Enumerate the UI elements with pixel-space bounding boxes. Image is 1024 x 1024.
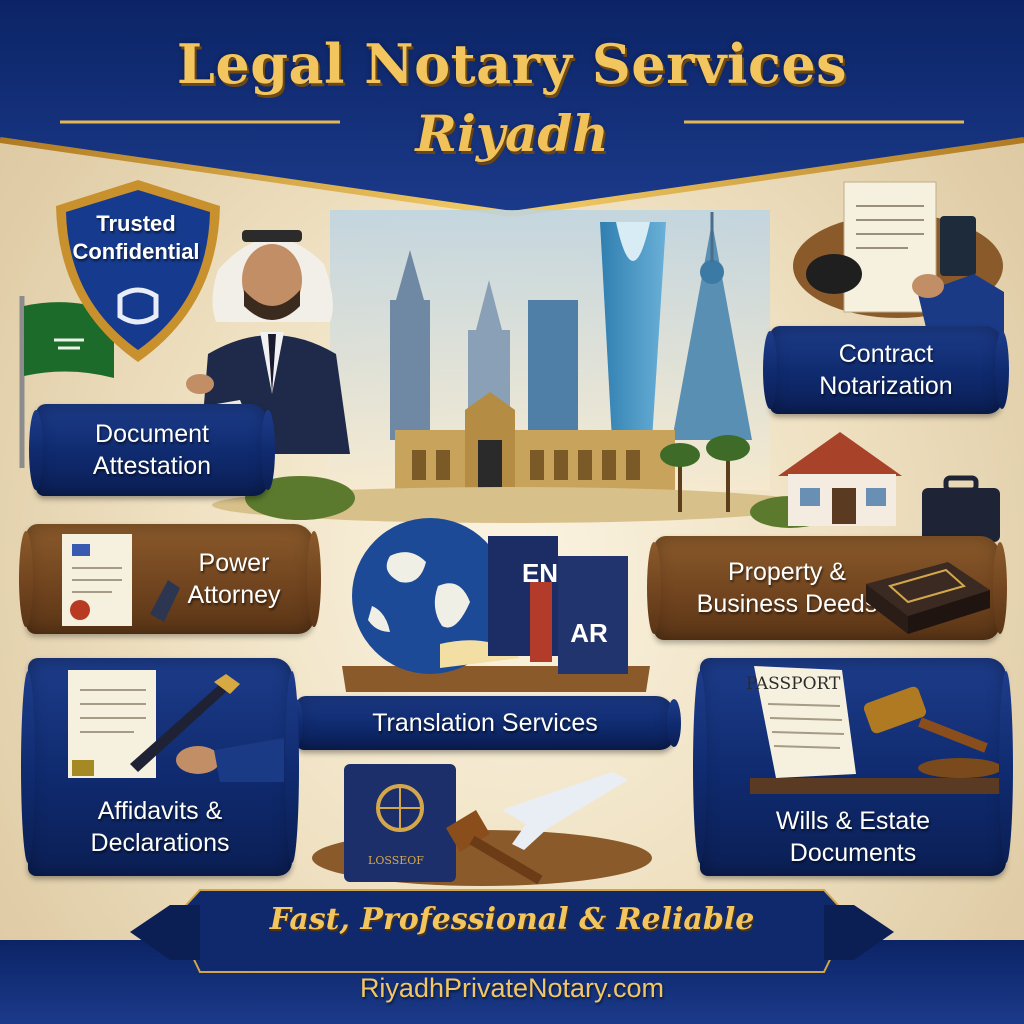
service-label-line: Notarization	[819, 372, 953, 400]
passport-gavel-plane-illustration	[312, 764, 652, 886]
service-contract-notarization: Contract Notarization	[763, 326, 1009, 414]
wills-gavel-scroll-icon	[750, 666, 1000, 794]
deed-box-icon	[866, 562, 990, 634]
passport-paper-label: PASSPORT	[746, 674, 841, 694]
contract-signing-illustration	[793, 181, 1004, 336]
service-label-line: Declarations	[90, 829, 230, 857]
trust-shield-badge	[56, 180, 220, 362]
passport-book-label: LOSSEOF	[368, 854, 424, 867]
service-label-line: Property &	[727, 558, 847, 586]
badge-line-trusted: Trusted	[96, 211, 176, 236]
page-title: Legal Notary Services	[176, 32, 848, 96]
badge-text: Trusted Confidential	[56, 210, 216, 266]
service-wills: Wills & Estate Documents	[693, 658, 1013, 876]
affidavit-signing-icon	[68, 670, 284, 782]
book-label-en: EN	[521, 558, 559, 588]
book-label-ar: AR	[570, 618, 608, 648]
service-label-line: Power	[198, 549, 270, 577]
translation-globe-books-illustration	[342, 518, 650, 692]
service-label-line: Affidavits &	[97, 797, 223, 825]
service-translation: Translation Services	[289, 696, 681, 750]
service-affidavits: Affidavits & Declarations	[21, 658, 299, 876]
tagline: Fast, Professional & Reliable	[269, 902, 755, 937]
power-attorney-document-icon	[62, 534, 180, 626]
service-label-line: Documents	[789, 839, 917, 867]
service-label-line: Contract	[838, 340, 934, 368]
service-property-deeds: Property & Business Deeds	[647, 536, 1007, 640]
page-subtitle: Riyadh	[415, 104, 609, 163]
service-label-line: Document	[95, 420, 209, 448]
service-label-line: Business Deeds	[696, 590, 878, 618]
service-label: Translation Services	[372, 709, 598, 737]
service-label-line: Attorney	[187, 581, 281, 609]
service-document-attestation: Document Attestation	[29, 404, 275, 496]
saudi-flag-icon	[19, 296, 114, 468]
service-power-attorney: Power Attorney	[19, 524, 321, 634]
house-briefcase-illustration	[778, 432, 1000, 542]
website-link[interactable]: RiyadhPrivateNotary.com	[359, 973, 665, 1003]
badge-line-confidential: Confidential	[72, 239, 200, 264]
service-label-line: Wills & Estate	[775, 807, 931, 835]
service-label-line: Attestation	[92, 452, 212, 480]
